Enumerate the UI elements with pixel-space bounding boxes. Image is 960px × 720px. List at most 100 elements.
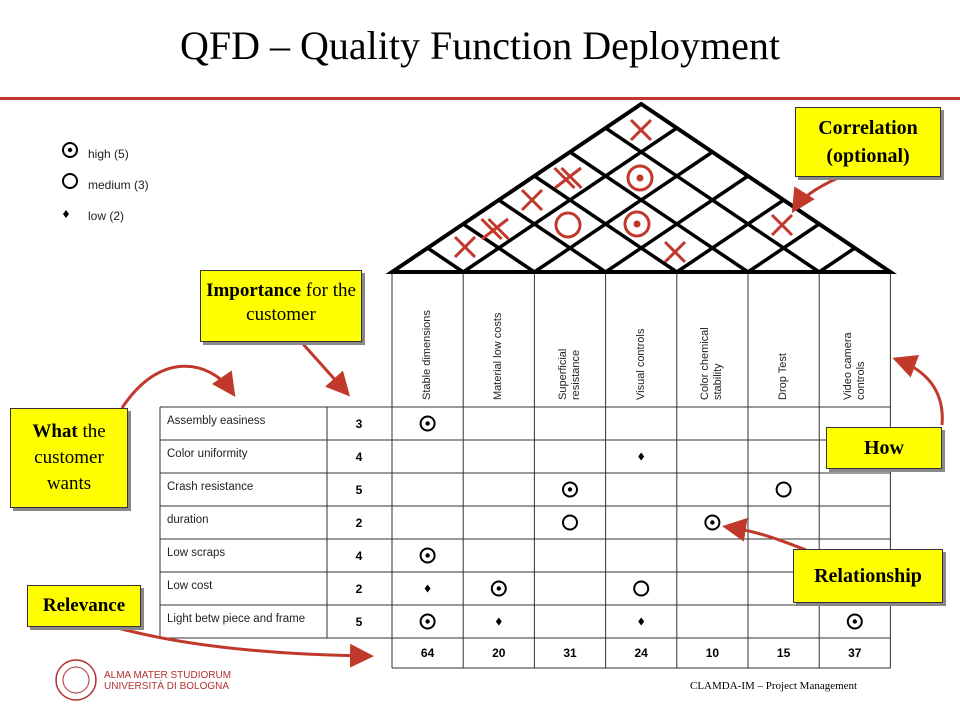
legend-medium-label: medium (3) bbox=[88, 178, 149, 192]
correlation-negative-mark bbox=[770, 213, 794, 237]
correlation-strong-positive-mark-dot bbox=[636, 174, 644, 182]
correlation-strong-negative-mark bbox=[553, 166, 576, 190]
relationship-high-symbol-dot bbox=[425, 619, 430, 624]
column-total-value: 37 bbox=[848, 646, 862, 660]
what-callout: What the customer wants bbox=[10, 408, 128, 508]
relationship-high-symbol bbox=[846, 613, 863, 630]
correlation-strong-negative-mark bbox=[487, 217, 510, 241]
relationship-high-symbol-dot bbox=[496, 586, 501, 591]
what-callout-bold: What bbox=[32, 421, 78, 442]
legend-low-symbol bbox=[63, 210, 69, 218]
column-header-label: Material low costs bbox=[492, 312, 505, 400]
correlation-negative-mark bbox=[663, 240, 687, 264]
importance-callout: Importance for the customer bbox=[200, 270, 362, 342]
what-callout-text: the customer wants bbox=[34, 421, 106, 494]
relationship-arrow bbox=[722, 517, 807, 552]
correlation-strong-positive-mark bbox=[626, 164, 654, 192]
roof-lattice-line bbox=[569, 150, 749, 274]
relationship-medium-symbol bbox=[562, 514, 578, 531]
row-requirement-label: Crash resistance bbox=[167, 481, 254, 493]
relevance-arrow bbox=[117, 626, 374, 668]
relationship-low-symbol bbox=[495, 617, 502, 626]
correlation-negative-mark bbox=[453, 235, 477, 259]
row-importance-value: 5 bbox=[355, 615, 363, 629]
footer-text: CLAMDA-IM – Project Management bbox=[690, 680, 858, 692]
legend-medium-symbol bbox=[62, 173, 78, 189]
roof-lattice-line bbox=[533, 174, 678, 274]
relationship-medium-symbol bbox=[775, 481, 792, 498]
university-seal-logo bbox=[55, 659, 97, 701]
relationship-high-symbol-dot bbox=[567, 487, 573, 492]
relationship-high-symbol-dot bbox=[425, 553, 430, 558]
relationship-callout: Relationship bbox=[793, 549, 943, 603]
roof-outline bbox=[385, 101, 897, 274]
column-total-value: 20 bbox=[492, 646, 506, 660]
logo-line-2: UNIVERSITÀ DI BOLOGNA bbox=[104, 681, 230, 692]
roof-lattice-line bbox=[533, 150, 714, 274]
row-requirement-label: Light betw piece and frame bbox=[167, 613, 306, 625]
row-importance-value: 2 bbox=[355, 582, 363, 596]
relationship-high-symbol bbox=[419, 547, 436, 564]
how-callout: How bbox=[826, 427, 942, 469]
row-requirement-label: Color uniformity bbox=[167, 448, 248, 460]
column-header-label: Drop Test bbox=[777, 353, 790, 400]
legend-high-symbol bbox=[62, 142, 78, 158]
column-total-value: 10 bbox=[705, 646, 720, 660]
roof-lattice-line bbox=[604, 126, 821, 274]
legend-high-label: high (5) bbox=[88, 147, 129, 161]
logo-line-1: ALMA MATER STUDIORUM bbox=[104, 670, 232, 681]
university-logo-text: ALMA MATER STUDIORUM UNIVERSITÀ DI BOLOG… bbox=[104, 670, 231, 692]
row-importance-value: 5 bbox=[355, 483, 363, 497]
column-total-value: 15 bbox=[776, 646, 791, 660]
importance-callout-bold: Importance bbox=[206, 280, 302, 301]
correlation-callout: Correlation (optional) bbox=[795, 107, 941, 177]
column-total-value: 31 bbox=[563, 646, 577, 660]
roof-lattice-line bbox=[675, 198, 785, 274]
relationship-low-symbol bbox=[638, 617, 645, 626]
row-importance-value: 4 bbox=[355, 549, 363, 563]
relationship-high-symbol-dot bbox=[852, 619, 857, 624]
row-requirement-label: Low cost bbox=[167, 580, 213, 592]
correlation-strong-negative-mark bbox=[554, 166, 582, 190]
roof-lattice-line bbox=[426, 246, 465, 274]
correlation-strong-negative-mark bbox=[480, 217, 503, 241]
row-importance-value: 2 bbox=[355, 516, 363, 530]
relationship-low-symbol bbox=[424, 584, 431, 593]
roof-lattice-line bbox=[818, 246, 856, 274]
what-arrow bbox=[120, 364, 236, 409]
column-header-label: Visual controls bbox=[634, 328, 647, 400]
relevance-callout: Relevance bbox=[27, 585, 141, 627]
relationship-high-symbol bbox=[562, 481, 578, 498]
importance-arrow bbox=[301, 342, 351, 397]
roof-lattice-line bbox=[462, 222, 536, 274]
roof-lattice-line bbox=[497, 198, 607, 274]
correlation-strong-negative-mark bbox=[560, 166, 583, 190]
correlation-strong-negative-mark bbox=[481, 217, 509, 241]
legend-low-label: low (2) bbox=[88, 209, 125, 223]
relationship-high-symbol bbox=[704, 514, 721, 531]
importance-callout-text: for the customer bbox=[246, 280, 356, 325]
how-arrow bbox=[892, 355, 944, 426]
correlation-positive-mark bbox=[554, 211, 582, 239]
correlation-negative-mark bbox=[629, 118, 653, 142]
row-importance-value: 4 bbox=[355, 450, 363, 464]
column-header-label: Video camera controls bbox=[841, 332, 867, 400]
correlation-arrow bbox=[791, 176, 839, 214]
column-header-label: Superficial resistance bbox=[557, 348, 582, 400]
row-requirement-label: duration bbox=[167, 514, 209, 526]
relationship-high-symbol-dot bbox=[710, 520, 715, 525]
page-title: QFD – Quality Function Deployment bbox=[180, 23, 780, 68]
column-header-label: Stable dimensions bbox=[421, 310, 434, 400]
column-header-label: Color chemical stability bbox=[699, 327, 725, 400]
correlation-negative-mark bbox=[520, 188, 544, 212]
relationship-high-symbol bbox=[419, 415, 436, 432]
relationship-high-symbol-dot bbox=[425, 421, 430, 426]
title-divider bbox=[0, 97, 960, 100]
correlation-strong-positive-mark bbox=[623, 210, 651, 238]
column-total-value: 64 bbox=[420, 646, 435, 660]
column-total-value: 24 bbox=[634, 646, 648, 660]
row-requirement-label: Low scraps bbox=[167, 547, 226, 559]
legend-high-symbol-dot bbox=[67, 147, 73, 153]
relationship-medium-symbol bbox=[633, 580, 650, 597]
